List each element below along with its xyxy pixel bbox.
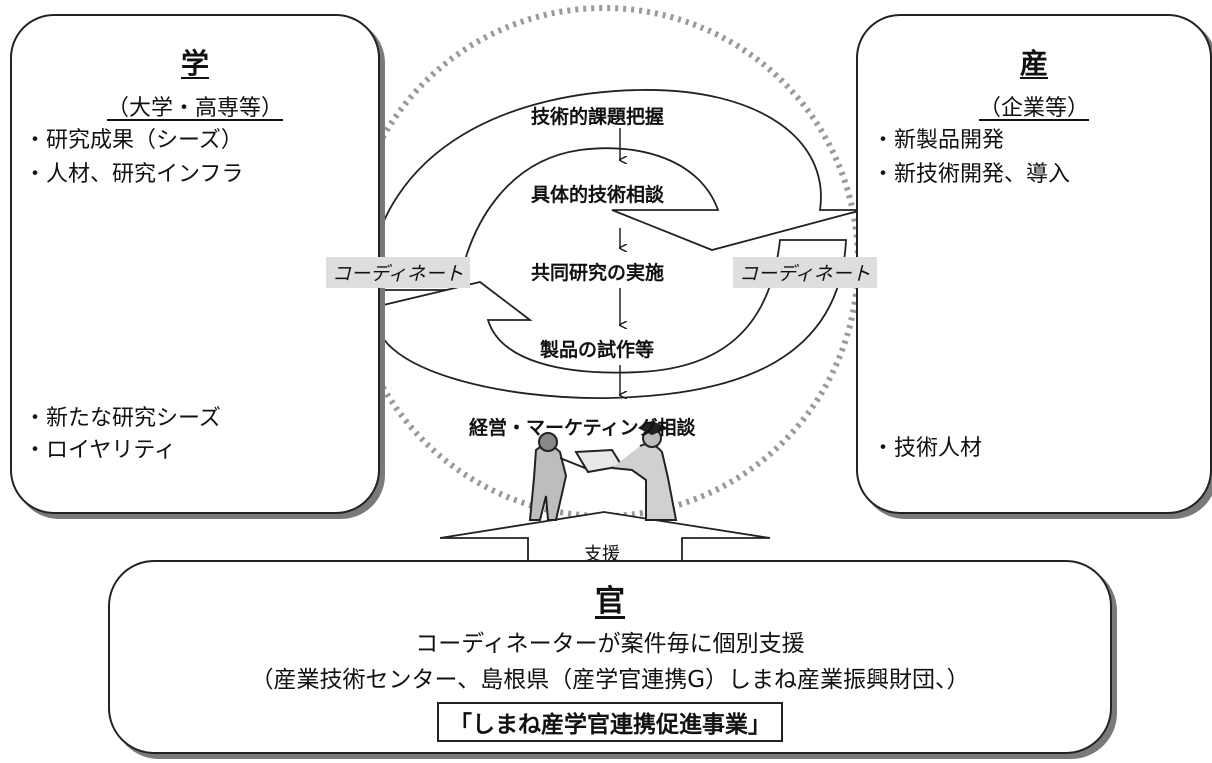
industry-title: 産 <box>1019 47 1048 80</box>
step-technical-consultation: 具体的技術相談 <box>531 184 665 206</box>
government-title: 官 <box>595 584 625 619</box>
academia-bullet-3: ・新たな研究シーズ <box>24 406 221 431</box>
government-line-2: （産業技術センター、島根県（産学官連携G）しまね産業振興財団、） <box>250 667 970 693</box>
step-prototype: 製品の試作等 <box>540 339 655 361</box>
upper-cycle-arrow <box>365 89 863 291</box>
project-name-box: 「しまね産学官連携促進事業」 <box>437 702 783 742</box>
step-problem-identification: 技術的課題把握 <box>531 106 665 128</box>
government-panel: 官 コーディネーターが案件毎に個別支援 （産業技術センター、島根県（産学官連携G… <box>108 560 1112 754</box>
industry-bullet-1: ・新製品開発 <box>872 128 1005 153</box>
government-line-1: コーディネーターが案件毎に個別支援 <box>415 631 805 657</box>
handshake-people-icon <box>528 420 678 521</box>
academia-bullet-2: ・人材、研究インフラ <box>24 162 244 187</box>
support-arrow <box>439 511 771 564</box>
academia-panel: 学 （大学・高専等） ・研究成果（シーズ） ・人材、研究インフラ ・新たな研究シ… <box>10 14 380 514</box>
industry-subtitle: （企業等） <box>978 96 1089 121</box>
industry-bullet-2: ・新技術開発、導入 <box>872 162 1071 187</box>
support-label: 支援 <box>584 544 620 565</box>
academia-subtitle: （大学・高専等） <box>106 96 283 121</box>
coordinate-label-left: コーディネート <box>326 257 470 288</box>
academia-title: 学 <box>180 47 209 80</box>
industry-bullet-3: ・技術人材 <box>872 436 983 461</box>
industry-panel: 産 （企業等） ・新製品開発 ・新技術開発、導入 ・技術人材 <box>856 14 1212 514</box>
academia-bullet-1: ・研究成果（シーズ） <box>24 128 243 153</box>
step-management-consultation: 経営・マーケティング相談 <box>469 417 696 439</box>
step-joint-research: 共同研究の実施 <box>531 262 665 284</box>
coordinate-label-right: コーディネート <box>733 257 877 288</box>
academia-bullet-4: ・ロイヤリティ <box>24 438 177 463</box>
